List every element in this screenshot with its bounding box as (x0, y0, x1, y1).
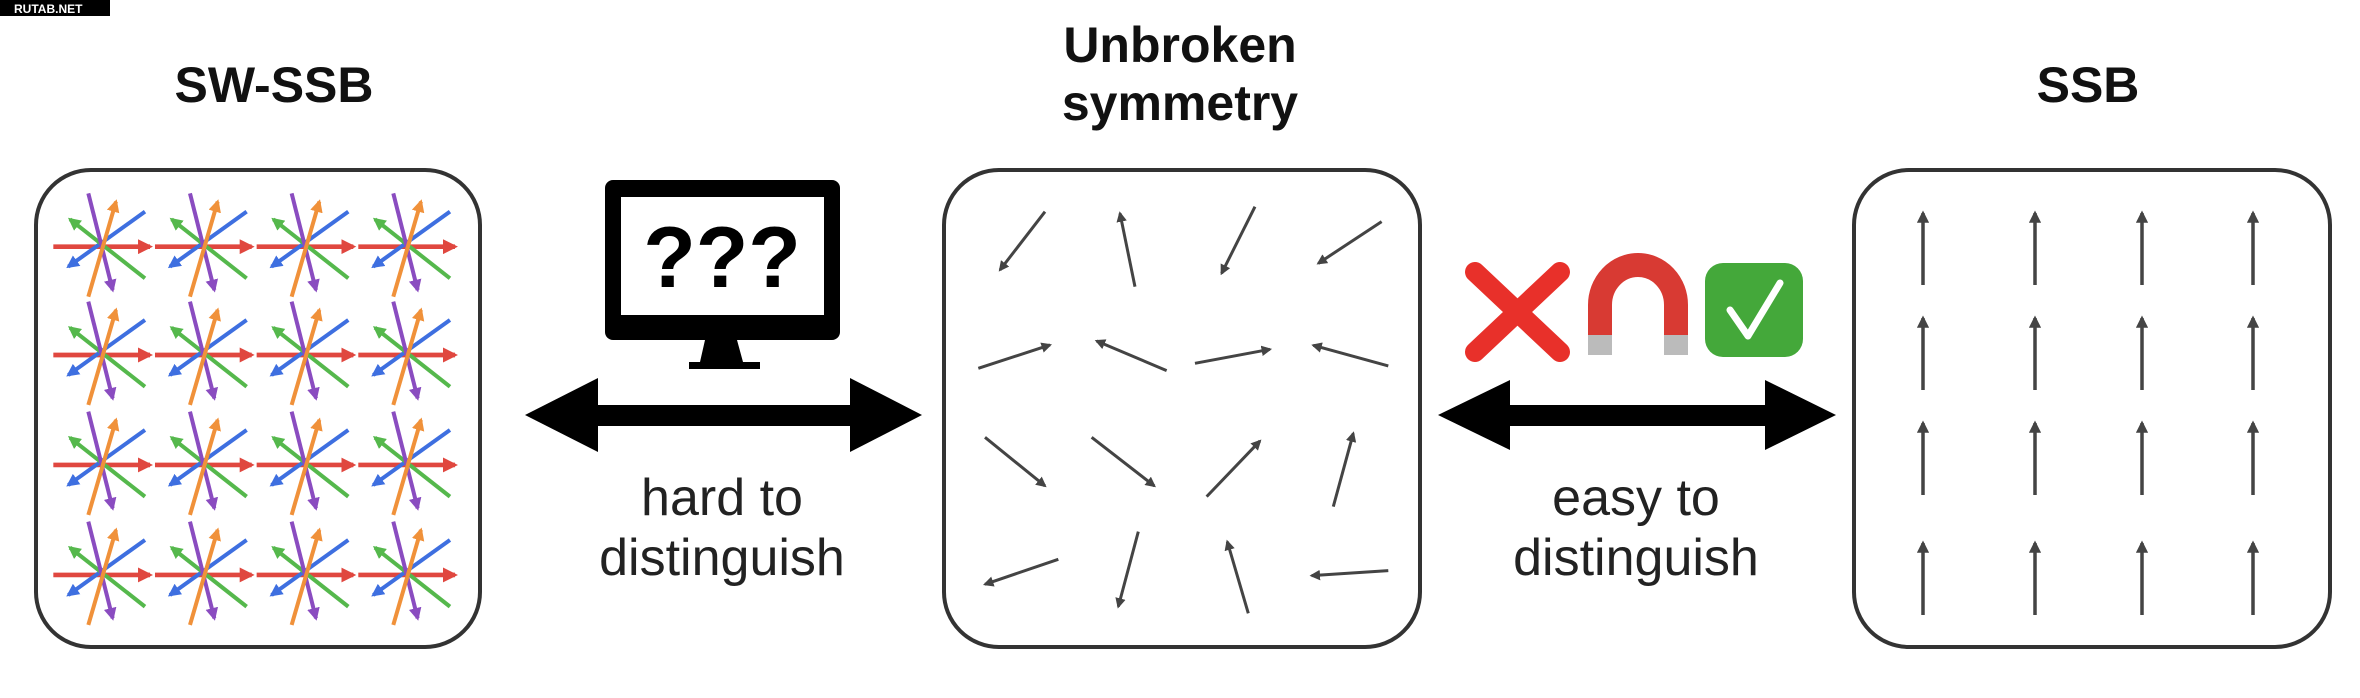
double-arrow-left (525, 378, 922, 452)
easy-label-line1: easy to (1552, 469, 1720, 527)
svg-text:RUTAB.NET: RUTAB.NET (14, 2, 83, 16)
cross-mark-icon (1465, 262, 1570, 362)
hard-label-line2: distinguish (599, 529, 845, 587)
magnet-icon (1588, 253, 1688, 355)
panel-title-unbroken-line2: symmetry (1062, 75, 1298, 131)
double-arrow-right (1438, 380, 1836, 450)
hard-label-line1: hard to (641, 469, 803, 527)
sw-ssb-panel (34, 168, 482, 649)
panel-title-sw-ssb: SW-SSB (175, 57, 374, 113)
ssb-panel (1852, 168, 2332, 649)
unbroken-symmetry-panel (942, 168, 1422, 649)
check-mark-icon (1705, 263, 1803, 357)
easy-label-line2: distinguish (1513, 529, 1759, 587)
monitor-text: ??? (643, 210, 801, 306)
panel-title-unbroken-line1: Unbroken (1063, 17, 1296, 73)
monitor-icon: ??? (605, 180, 840, 369)
random-spin-grid (977, 205, 1389, 614)
panel-title-ssb: SSB (2037, 57, 2140, 113)
watermark: RUTAB.NET (0, 0, 110, 16)
